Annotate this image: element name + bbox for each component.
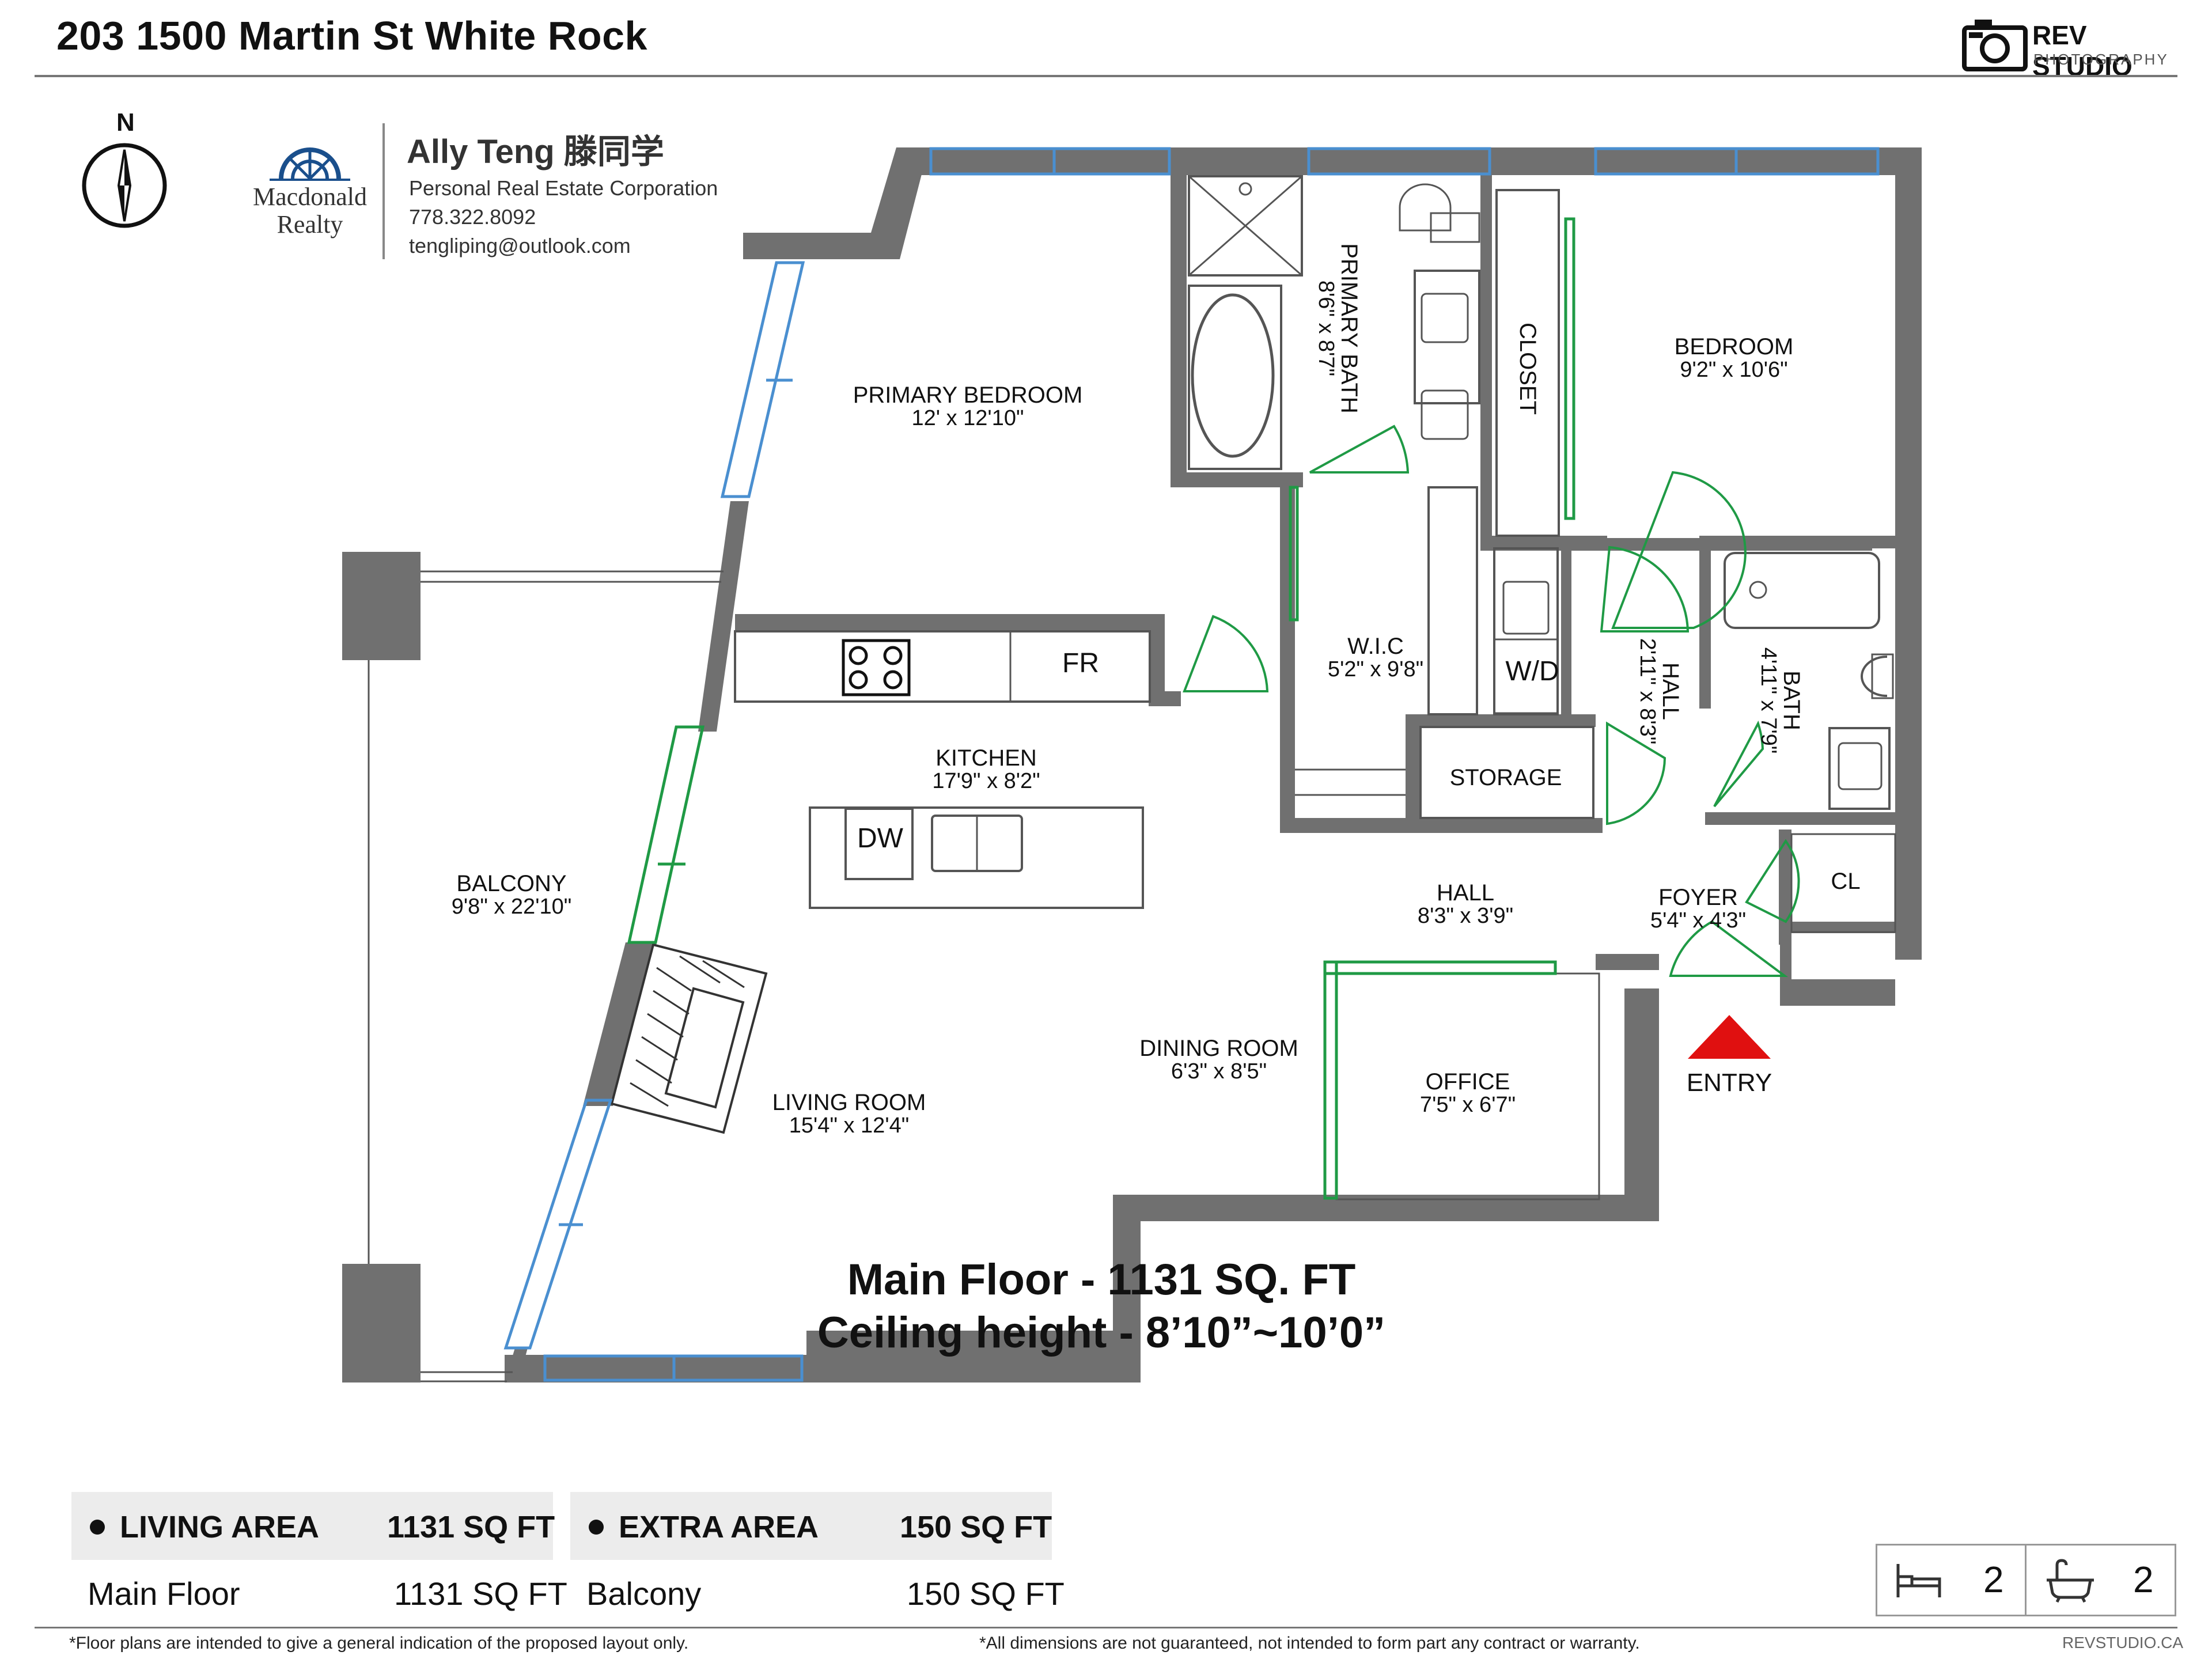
extra-area-header [570, 1492, 1052, 1560]
living-area-total: 1131 SQ FT [387, 1510, 555, 1544]
header-divider [35, 75, 2177, 77]
bed-bath-counts: 2 2 [1876, 1544, 2176, 1616]
macdonald-realty-logo: Macdonald Realty [247, 143, 373, 247]
wall-left-fireplace [583, 942, 657, 1106]
footer-divider [35, 1627, 2177, 1628]
logo-line1: Macdonald [253, 183, 367, 211]
wall-bath2-top [1699, 536, 1895, 548]
page-title: 203 1500 Martin St White Rock [56, 13, 647, 58]
disclaimer-dimensions: *All dimensions are not guaranteed, not … [979, 1634, 1640, 1653]
wall-bath-bottom [1171, 472, 1303, 487]
agent-name: Ally Teng 滕同学 [407, 133, 664, 171]
wall-wd-right [1561, 548, 1571, 715]
wall-right [1895, 147, 1922, 960]
bathtub-icon [2047, 1559, 2094, 1603]
glass-doors [627, 217, 1575, 1200]
living-area-label: LIVING AREA [90, 1509, 319, 1545]
entry-label: ENTRY [1686, 1069, 1772, 1097]
north-label: N [116, 108, 135, 137]
extra-area-total: 150 SQ FT [900, 1510, 1052, 1544]
wall-top-left [743, 147, 929, 259]
wall-top [896, 147, 1922, 175]
windows [503, 147, 1880, 1382]
agent-divider [382, 123, 385, 259]
door-swings [1183, 425, 1800, 977]
extra-area-label: EXTRA AREA [589, 1509, 819, 1545]
wall-kitchen-stub [1149, 691, 1181, 706]
dishwasher-label: DW [857, 823, 903, 854]
fireplace [610, 943, 768, 1134]
balcony-pillar-top [342, 552, 421, 660]
wall-left-upper [698, 501, 749, 732]
wall-cl-bottom [1780, 922, 1895, 933]
living-area-header [71, 1492, 553, 1560]
wall-kitchen-right [1149, 614, 1165, 706]
wall-office-right [1596, 954, 1659, 970]
agent-email: tengliping@outlook.com [409, 234, 631, 257]
room-storage: STORAGE [1449, 765, 1562, 790]
bedroom-count: 2 [1983, 1559, 2004, 1600]
counts-divider [2025, 1546, 2027, 1615]
brand-sub: PHOTOGRAPHY [2033, 51, 2169, 68]
room-closet: CLOSET [1515, 322, 1540, 415]
bathroom-count: 2 [2133, 1559, 2154, 1600]
room-wd: W/D [1505, 656, 1559, 687]
wall-bath2-bottom [1705, 812, 1895, 825]
wall-wic-bottom [1280, 818, 1603, 833]
logo-line2: Realty [276, 210, 343, 238]
bed-icon [1896, 1564, 1941, 1597]
agent-company: Personal Real Estate Corporation [409, 176, 718, 200]
wall-kitchen-back [735, 614, 1164, 631]
agent-phone: 778.322.8092 [409, 205, 536, 229]
wall-storage-top [1406, 714, 1596, 727]
entry-marker-icon [1688, 1015, 1771, 1059]
wall-wic-right [1406, 714, 1421, 830]
extra-row-label: Balcony [586, 1575, 702, 1612]
disclaimer-layout: *Floor plans are intended to give a gene… [69, 1634, 689, 1653]
compass-icon [82, 143, 167, 228]
wall-wic-left [1280, 487, 1295, 833]
wall-foyer-notch [1780, 922, 1895, 1006]
wall-closet-left [1480, 147, 1492, 551]
floor-summary: Main Floor - 1131 SQ. FT Ceiling height … [410, 1253, 1793, 1359]
compass: N [78, 108, 171, 235]
summary-ceiling-height: Ceiling height - 8’10”~10’0” [817, 1308, 1386, 1357]
fridge-label: FR [1062, 648, 1099, 679]
living-row-label: Main Floor [88, 1575, 240, 1612]
wall-bath-left [1171, 147, 1187, 487]
wheel-icon [270, 147, 350, 181]
room-cl: CL [1831, 869, 1861, 894]
footer-site: REVSTUDIO.CA [2062, 1634, 2184, 1652]
balcony-pillar-bottom [342, 1264, 421, 1382]
summary-floor-area: Main Floor - 1131 SQ. FT [847, 1255, 1356, 1304]
camera-icon [1962, 20, 2028, 71]
living-row-value: 1131 SQ FT [394, 1575, 567, 1612]
extra-row-value: 150 SQ FT [907, 1575, 1065, 1612]
cooktop [842, 639, 911, 696]
